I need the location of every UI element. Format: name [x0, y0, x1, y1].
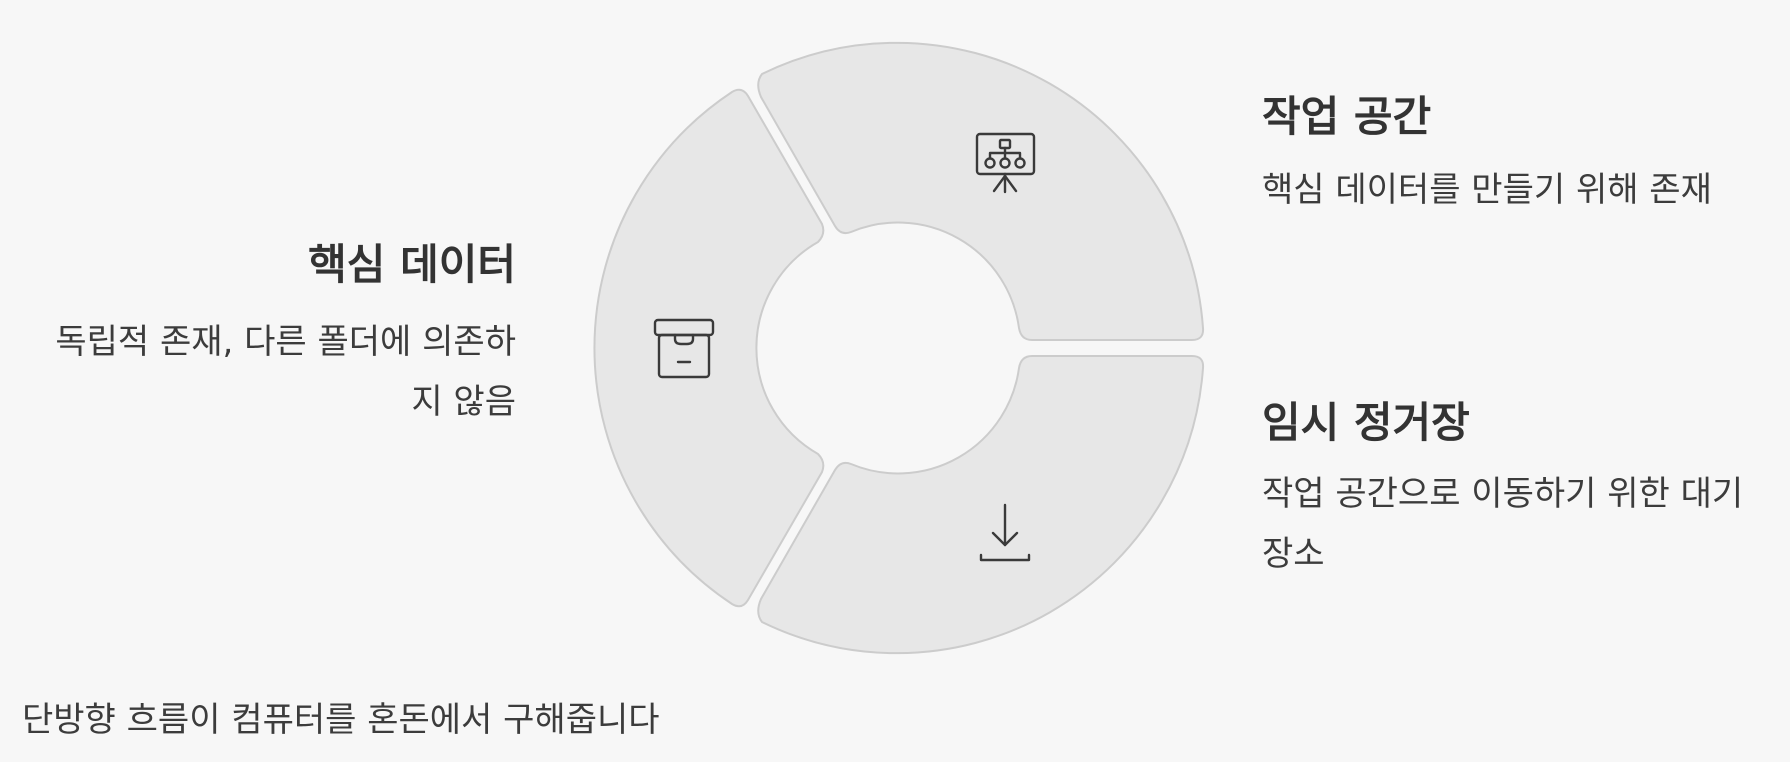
core-data-description-line-2: 지 않음 — [411, 382, 516, 423]
workspace-title: 작업 공간 — [1262, 92, 1432, 141]
diagram-caption: 단방향 흐름이 컴퓨터를 혼돈에서 구해줍니다 — [22, 700, 660, 740]
staging-description-line-2: 장소 — [1262, 534, 1325, 575]
core-data-title: 핵심 데이터 — [308, 240, 516, 289]
download-tray-icon — [979, 503, 1031, 562]
segment-staging — [757, 355, 1205, 655]
staging-title: 임시 정거장 — [1262, 398, 1470, 447]
segment-workspace — [757, 41, 1205, 341]
label-workspace: 작업 공간 핵심 데이터를 만들기 위해 존재 — [1262, 92, 1762, 220]
archive-box-icon — [653, 318, 715, 379]
workspace-description: 핵심 데이터를 만들기 위해 존재 — [1262, 170, 1712, 211]
core-data-description-line-1: 독립적 존재, 다른 폴더에 의존하 — [55, 322, 516, 363]
staging-description-line-1: 작업 공간으로 이동하기 위한 대기 — [1262, 474, 1744, 515]
presentation-hierarchy-icon — [975, 132, 1036, 194]
